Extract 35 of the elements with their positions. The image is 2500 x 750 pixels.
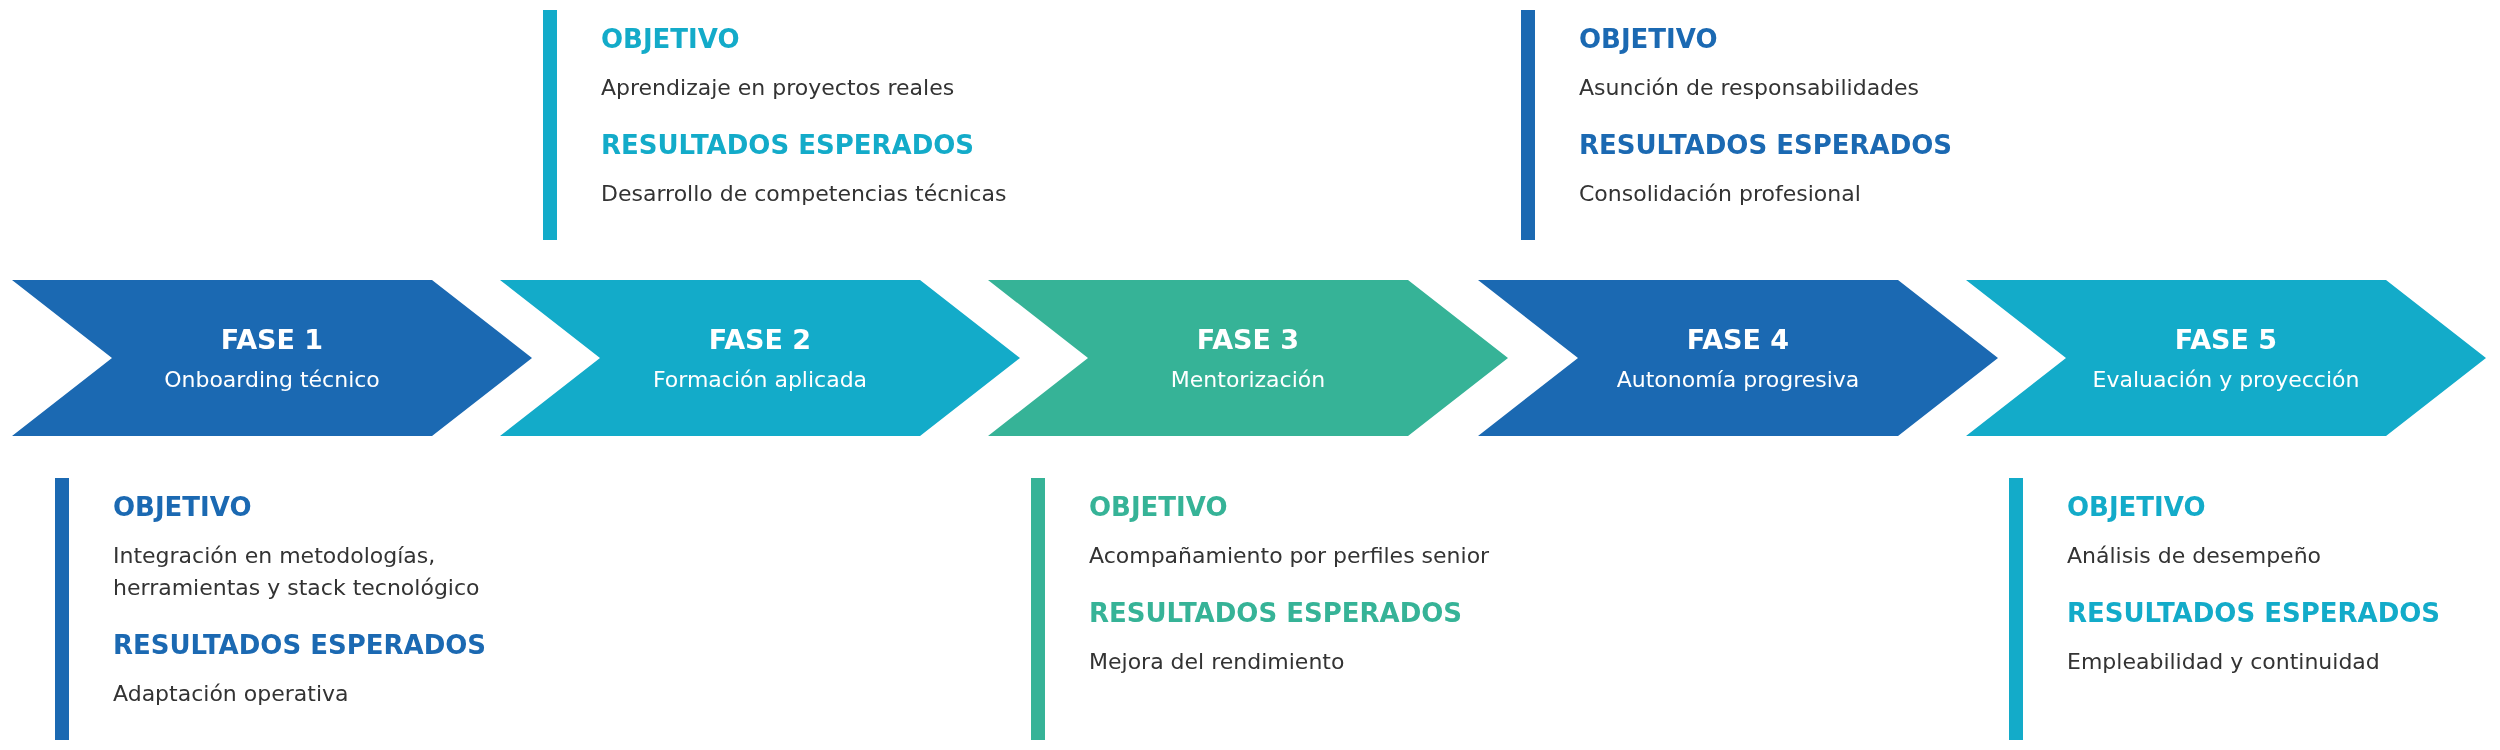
- section-heading: RESULTADOS ESPERADOS: [2067, 598, 2442, 628]
- section-text: Empleabilidad y continuidad: [2067, 648, 2381, 676]
- section-text: Mejora del rendimiento: [1089, 648, 1346, 676]
- section-heading: RESULTADOS ESPERADOS: [1089, 598, 1464, 628]
- section-text: Aprendizaje en proyectos reales: [601, 74, 956, 102]
- section-heading: RESULTADOS ESPERADOS: [1579, 130, 1954, 160]
- section-heading: OBJETIVO: [113, 492, 253, 522]
- section-text: Desarrollo de competencias técnicas: [601, 180, 1008, 208]
- phase-subtitle: Evaluación y proyección: [2092, 367, 2360, 392]
- section-text: Análisis de desempeño: [2067, 542, 2323, 570]
- phase-subtitle: Autonomía progresiva: [1616, 367, 1860, 392]
- section-heading: OBJETIVO: [2067, 492, 2207, 522]
- phase-title: FASE 3: [1196, 324, 1300, 355]
- phase-title: FASE 4: [1686, 324, 1790, 355]
- section-text: Asunción de responsabilidades: [1579, 74, 1921, 102]
- section-heading: RESULTADOS ESPERADOS: [113, 630, 488, 660]
- process-step: [1478, 280, 1998, 436]
- phase-title: FASE 2: [708, 324, 812, 355]
- section-heading: OBJETIVO: [601, 24, 741, 54]
- process-step: [1966, 280, 2486, 436]
- section-heading: OBJETIVO: [1579, 24, 1719, 54]
- section-heading: RESULTADOS ESPERADOS: [601, 130, 976, 160]
- section-text: Adaptación operativa: [113, 680, 350, 708]
- section-heading: OBJETIVO: [1089, 492, 1229, 522]
- phase-title: FASE 5: [2174, 324, 2278, 355]
- process-step: [500, 280, 1020, 436]
- phase-subtitle: Formación aplicada: [652, 367, 868, 392]
- process-step: [12, 280, 532, 436]
- phase-title: FASE 1: [220, 324, 324, 355]
- section-text: Integración en metodologías, herramientas y stack tecnológico: [113, 542, 481, 602]
- process-step: [988, 280, 1508, 436]
- phase-subtitle: Mentorización: [1170, 367, 1326, 392]
- phase-subtitle: Onboarding técnico: [164, 367, 380, 392]
- section-text: Acompañamiento por perfiles senior: [1089, 542, 1491, 570]
- section-text: Consolidación profesional: [1579, 180, 1862, 208]
